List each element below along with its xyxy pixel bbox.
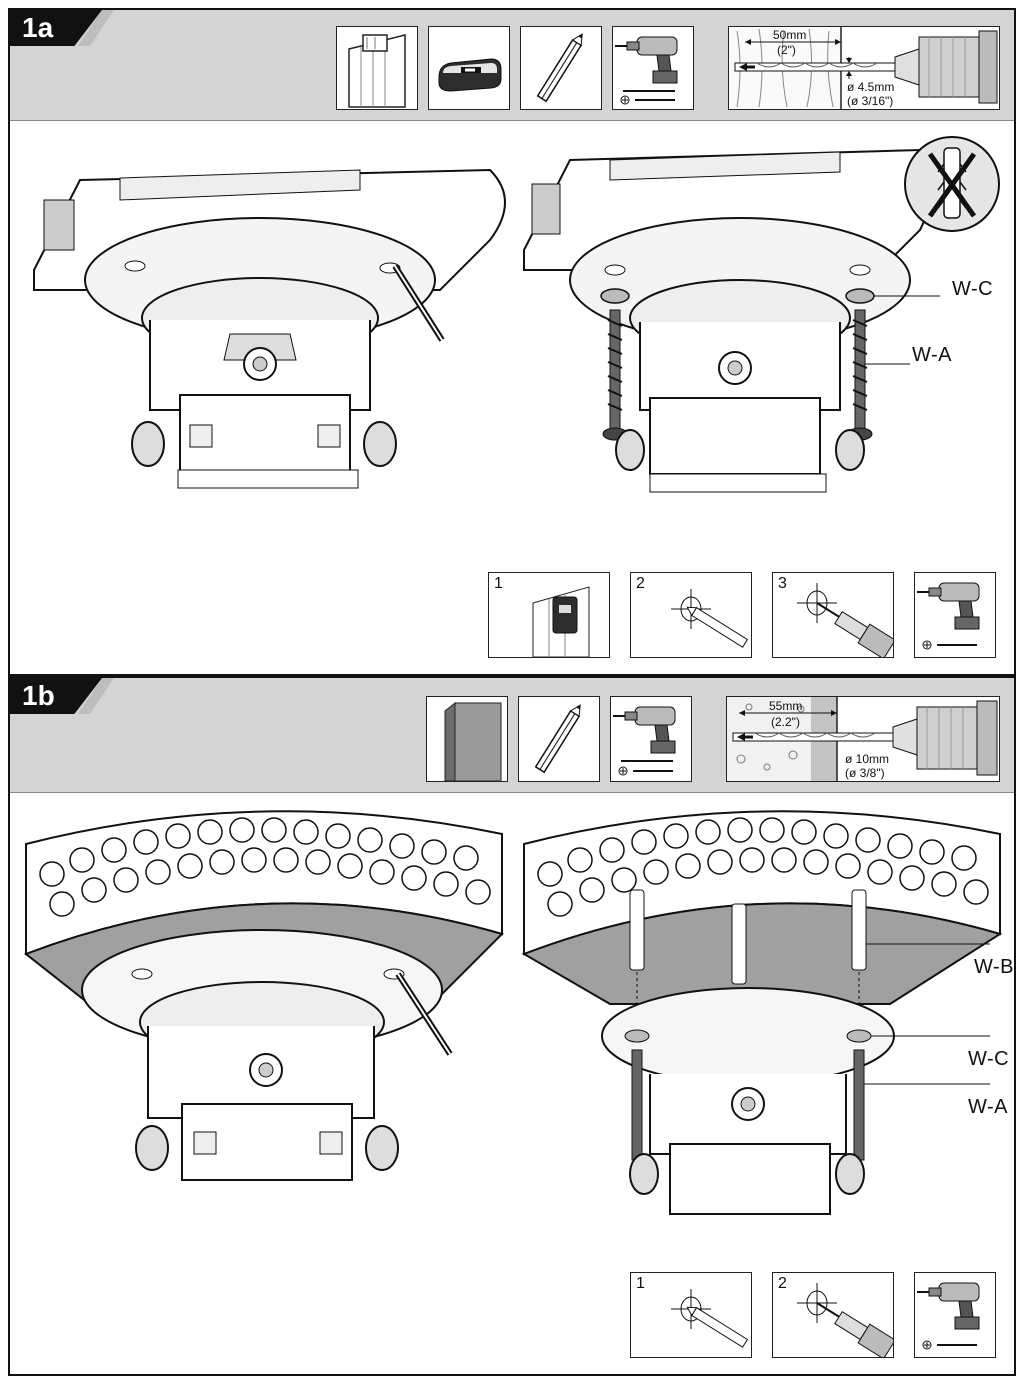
drill-diameter-mm: ø 10mm [845,752,889,766]
panel-1b: 1b [8,676,1016,1376]
wood-stud-icon [336,26,418,110]
step-box-1a-3: 3 [772,572,894,658]
step-box-1b-drill [914,1272,996,1358]
step-box-1b-2: 2 [772,1272,894,1358]
step-number: 1 [494,575,503,592]
callout-wc-1b: W-C [968,1048,1010,1070]
step-box-1a-drill [914,572,996,658]
step-number: 2 [636,575,645,592]
pencil-icon [520,26,602,110]
panel-1a: 1a [8,8,1016,676]
mount-illustration-1b-left [22,804,512,1194]
step-box-1a-1: 1 [488,572,610,658]
mount-illustration-1a-left [30,150,510,510]
step-number: 2 [778,1275,787,1292]
washer-wc-left [600,288,630,304]
concrete-block-icon [426,696,508,782]
callout-wc-1a: W-C [952,278,994,300]
mount-illustration-1b-right [520,804,1010,1224]
callout-wb-1b: W-B [974,956,1015,978]
drill-depth-mm: 55mm [769,699,802,713]
drill-diameter-mm: ø 4.5mm [847,80,894,94]
step-box-1a-2: 2 [630,572,752,658]
drill-diameter-in: (ø 3/8") [845,766,885,780]
wall-anchors-wb [629,889,867,985]
drill-depth-diagram-1b: 55mm (2.2") ø 10mm (ø 3/8") [726,696,1000,782]
callout-wa-1b: W-A [968,1096,1009,1118]
drill-depth-diagram-1a: 50mm (2") ø 4.5mm (ø 3/16") [728,26,1000,110]
drill-depth-in: (2") [777,43,796,57]
washer-wc-right [845,288,875,304]
pencil-icon [518,696,600,782]
mount-illustration-1a-right [520,140,940,510]
step-number: 1 [636,1275,645,1292]
drill-diameter-in: (ø 3/16") [847,94,893,108]
drill-depth-mm: 50mm [773,28,806,42]
drill-with-bit-icon [610,696,692,782]
no-wall-anchor-icon [902,134,1002,234]
drill-depth-in: (2.2") [771,715,800,729]
drill-with-bit-icon [612,26,694,110]
stud-finder-icon [428,26,510,110]
callout-wa-1a: W-A [912,344,953,366]
step-number: 3 [778,575,787,592]
step-box-1b-1: 1 [630,1272,752,1358]
